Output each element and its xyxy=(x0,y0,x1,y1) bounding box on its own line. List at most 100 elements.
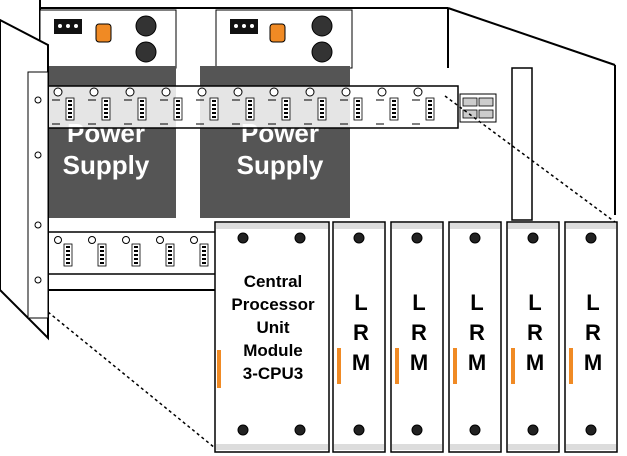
status-led xyxy=(511,348,515,384)
connector-icon xyxy=(317,97,327,121)
screw-icon xyxy=(125,87,135,97)
lrm-module-letter: L xyxy=(586,290,599,315)
connector-icon xyxy=(389,97,399,121)
knob-icon xyxy=(311,41,333,63)
screw-icon xyxy=(34,221,42,229)
screw-icon xyxy=(527,424,539,436)
screw-icon xyxy=(377,87,387,97)
top-panel-left xyxy=(39,9,177,69)
screw-icon xyxy=(413,87,423,97)
connector-icon xyxy=(101,97,111,121)
lrm-module: LRM xyxy=(564,221,618,453)
connector-icon xyxy=(131,243,141,267)
backplane-rail-top xyxy=(47,85,459,129)
screw-icon xyxy=(269,87,279,97)
terminal-block-icon xyxy=(54,19,82,34)
screw-icon xyxy=(294,424,306,436)
knob-icon xyxy=(311,15,333,37)
connector-icon xyxy=(425,97,435,121)
status-led xyxy=(337,348,341,384)
screw-icon xyxy=(89,87,99,97)
knob-icon xyxy=(135,15,157,37)
connector-icon xyxy=(459,93,497,123)
screw-icon xyxy=(411,424,423,436)
screw-icon xyxy=(233,87,243,97)
screw-icon xyxy=(34,151,42,159)
knob-icon xyxy=(135,41,157,63)
connector-icon xyxy=(165,243,175,267)
screw-icon xyxy=(469,232,481,244)
indicator-orange-left xyxy=(95,23,112,43)
screw-icon xyxy=(190,236,198,244)
screw-icon xyxy=(585,232,597,244)
cpu-module-label-line: Unit xyxy=(256,318,289,337)
screw-icon xyxy=(527,232,539,244)
cpu-module-label-line: Central xyxy=(244,272,303,291)
connector-icon xyxy=(63,243,73,267)
cpu-module-label-line: Module xyxy=(243,341,303,360)
lrm-module-letter: M xyxy=(526,350,544,375)
screw-icon xyxy=(54,236,62,244)
screw-icon xyxy=(237,424,249,436)
connector-icon xyxy=(209,97,219,121)
screw-icon xyxy=(353,424,365,436)
cpu-module-label-line: 3-CPU3 xyxy=(243,364,303,383)
screw-icon xyxy=(353,232,365,244)
connector-icon xyxy=(65,97,75,121)
connector-icon xyxy=(199,243,209,267)
status-led xyxy=(217,350,221,388)
lrm-module-letter: M xyxy=(584,350,602,375)
backplane-rail-bottom xyxy=(47,231,217,275)
screw-icon xyxy=(469,424,481,436)
power-supply-2-label-line2: Supply xyxy=(237,150,324,180)
screw-icon xyxy=(88,236,96,244)
lrm-module: LRM xyxy=(448,221,502,453)
connector-icon xyxy=(245,97,255,121)
cpu-module-label-line: Processor xyxy=(231,295,315,314)
lrm-module: LRM xyxy=(506,221,560,453)
screw-icon xyxy=(122,236,130,244)
lrm-module-letter: M xyxy=(352,350,370,375)
lrm-module-letter: R xyxy=(353,320,369,345)
lrm-module-letter: L xyxy=(354,290,367,315)
screw-icon xyxy=(411,232,423,244)
connector-icon xyxy=(281,97,291,121)
lrm-module-letter: L xyxy=(528,290,541,315)
lrm-module-letter: R xyxy=(469,320,485,345)
lrm-module: LRM xyxy=(390,221,444,453)
callout-lines xyxy=(47,95,616,449)
screw-icon xyxy=(294,232,306,244)
connector-icon xyxy=(97,243,107,267)
screw-icon xyxy=(161,87,171,97)
status-led xyxy=(453,348,457,384)
lrm-module-letter: M xyxy=(468,350,486,375)
lrm-module-letter: L xyxy=(470,290,483,315)
module-rack: CentralProcessorUnitModule3-CPU3LRMLRMLR… xyxy=(214,221,618,453)
screw-icon xyxy=(156,236,164,244)
screw-icon xyxy=(34,276,42,284)
screw-icon xyxy=(585,424,597,436)
connector-icon xyxy=(353,97,363,121)
power-supply-1-label-line2: Supply xyxy=(63,150,150,180)
screw-icon xyxy=(34,96,42,104)
connector-icon xyxy=(137,97,147,121)
screw-icon xyxy=(53,87,63,97)
lrm-module-letter: M xyxy=(410,350,428,375)
lrm-module: LRM xyxy=(332,221,386,453)
screw-icon xyxy=(305,87,315,97)
top-panel-right xyxy=(215,9,353,69)
left-door xyxy=(0,18,49,341)
terminal-block-icon xyxy=(230,19,258,34)
screw-icon xyxy=(197,87,207,97)
lrm-module-letter: R xyxy=(411,320,427,345)
indicator-orange-right xyxy=(269,23,286,43)
status-led xyxy=(395,348,399,384)
lrm-module-letter: R xyxy=(527,320,543,345)
screw-icon xyxy=(341,87,351,97)
status-led xyxy=(569,348,573,384)
connector-icon xyxy=(173,97,183,121)
screw-icon xyxy=(237,232,249,244)
lrm-module-letter: L xyxy=(412,290,425,315)
